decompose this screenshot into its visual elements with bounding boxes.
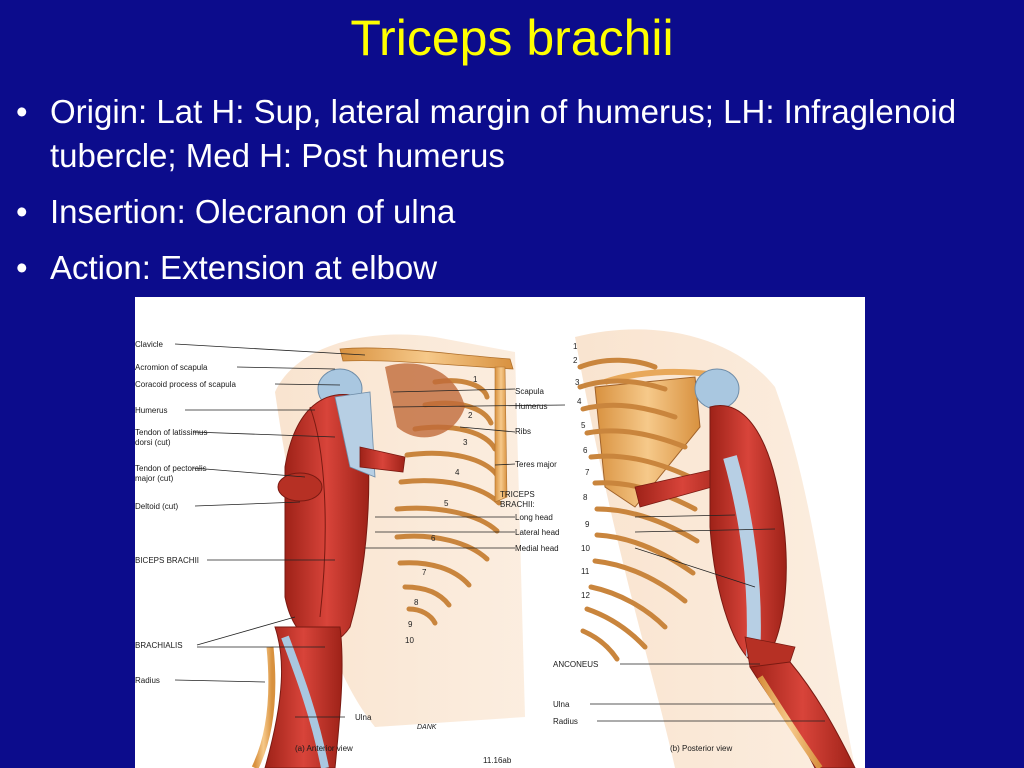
label-long-head: Long head <box>515 513 553 522</box>
rib-number: 3 <box>463 438 468 447</box>
label-ulna-right: Ulna <box>553 700 570 709</box>
anterior-view-drawing <box>251 334 525 768</box>
label-ulna-left: Ulna <box>355 713 372 722</box>
rib-number: 6 <box>583 446 588 455</box>
bullet-text: Origin: Lat H: Sup, lateral margin of hu… <box>50 93 957 174</box>
rib-number: 7 <box>422 568 427 577</box>
rib-number: 10 <box>581 544 590 553</box>
anatomy-figure: Clavicle Acromion of scapula Coracoid pr… <box>135 297 865 768</box>
bullet-dot: • <box>16 249 28 286</box>
caption-posterior: (b) Posterior view <box>670 744 732 753</box>
rib-number: 9 <box>408 620 413 629</box>
bullet-dot: • <box>16 93 28 130</box>
figure-id: 11.16ab <box>483 756 512 765</box>
label-anconeus: ANCONEUS <box>553 660 598 669</box>
label-triceps: TRICEPS <box>500 490 535 499</box>
label-brachii: BRACHII: <box>500 500 535 509</box>
rib-number: 11 <box>581 567 590 576</box>
label-tendon-latissimus: Tendon of latissimus <box>135 428 207 437</box>
bullet-text: Action: Extension at elbow <box>50 249 438 286</box>
rib-number: 2 <box>468 411 473 420</box>
rib-number: 1 <box>573 342 578 351</box>
rib-number: 12 <box>581 591 590 600</box>
rib-number: 5 <box>444 499 449 508</box>
rib-number: 3 <box>575 378 580 387</box>
label-humerus-left: Humerus <box>135 406 167 415</box>
label-ribs: Ribs <box>515 427 531 436</box>
bullet-action: • Action: Extension at elbow <box>16 246 1006 290</box>
label-brachialis: BRACHIALIS <box>135 641 183 650</box>
label-acromion: Acromion of scapula <box>135 363 208 372</box>
rib-number: 5 <box>581 421 586 430</box>
rib-number: 4 <box>455 468 460 477</box>
label-clavicle: Clavicle <box>135 340 164 349</box>
rib-number: 10 <box>405 636 414 645</box>
rib-number: 1 <box>473 375 478 384</box>
label-medial-head: Medial head <box>515 544 559 553</box>
label-radius-left: Radius <box>135 676 160 685</box>
label-biceps: BICEPS BRACHII <box>135 556 199 565</box>
bullet-insertion: • Insertion: Olecranon of ulna <box>16 190 1006 234</box>
label-tendon-pectoralis-2: major (cut) <box>135 474 174 483</box>
figure-labels: Clavicle Acromion of scapula Coracoid pr… <box>135 340 732 765</box>
bullet-origin: • Origin: Lat H: Sup, lateral margin of h… <box>16 90 1006 178</box>
label-lateral-head: Lateral head <box>515 528 559 537</box>
rib-number: 7 <box>585 468 590 477</box>
artist-signature: DANK <box>417 724 437 731</box>
label-scapula: Scapula <box>515 387 544 396</box>
posterior-view-drawing <box>575 329 856 768</box>
rib-number: 9 <box>585 520 590 529</box>
label-tendon-latissimus-2: dorsi (cut) <box>135 438 171 447</box>
bullet-text: Insertion: Olecranon of ulna <box>50 193 456 230</box>
bullet-dot: • <box>16 193 28 230</box>
rib-number: 8 <box>414 598 419 607</box>
label-radius-right: Radius <box>553 717 578 726</box>
rib-number: 8 <box>583 493 588 502</box>
label-deltoid: Deltoid (cut) <box>135 502 178 511</box>
leader-lines <box>174 343 825 722</box>
caption-anterior: (a) Anterior view <box>295 744 353 753</box>
label-humerus-middle: Humerus <box>515 402 547 411</box>
label-teres-major: Teres major <box>515 460 557 469</box>
label-coracoid: Coracoid process of scapula <box>135 380 236 389</box>
rib-number: 4 <box>577 397 582 406</box>
bullet-list: • Origin: Lat H: Sup, lateral margin of h… <box>16 90 1006 302</box>
rib-number: 2 <box>573 356 578 365</box>
slide-title: Triceps brachii <box>350 10 674 66</box>
anatomy-illustration <box>174 329 856 768</box>
rib-number: 6 <box>431 534 436 543</box>
label-tendon-pectoralis: Tendon of pectoralis <box>135 464 207 473</box>
